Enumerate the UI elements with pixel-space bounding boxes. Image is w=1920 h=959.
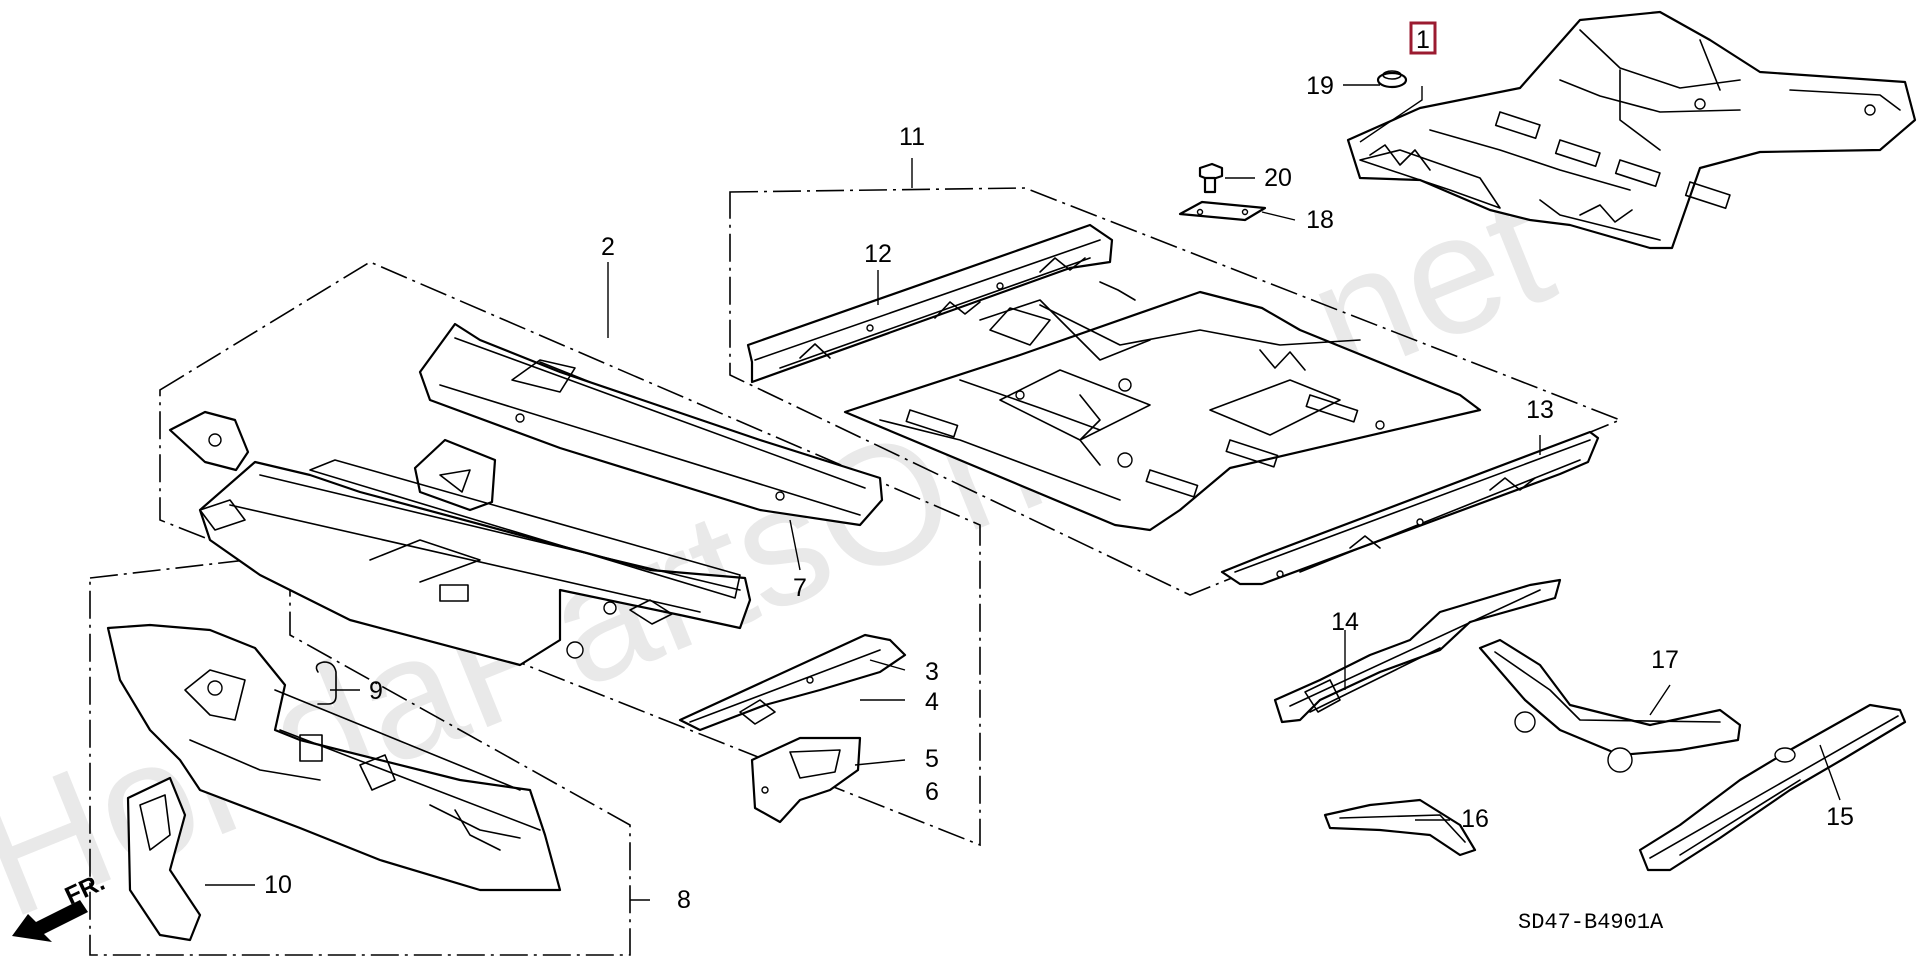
callout-20[interactable]: 20: [1264, 164, 1292, 192]
callout-5[interactable]: 5: [925, 745, 939, 773]
leader-1: [1359, 86, 1423, 143]
part-bracket-small[interactable]: [413, 438, 497, 512]
part-15-frame-rail[interactable]: [1638, 703, 1907, 872]
callout-7[interactable]: 7: [793, 574, 807, 602]
part-20-bolt[interactable]: [1198, 162, 1224, 194]
callout-15[interactable]: 15: [1826, 803, 1854, 831]
part-11-front-floor[interactable]: [843, 281, 1482, 532]
part-2-dashboard-cowl[interactable]: [198, 459, 752, 667]
callout-14[interactable]: 14: [1331, 608, 1359, 636]
callout-6[interactable]: 6: [925, 778, 939, 806]
group-frame-8: [89, 554, 631, 956]
part-18-plate[interactable]: [1178, 200, 1267, 222]
leader-5: [854, 759, 906, 766]
part-17-frame-rail[interactable]: [1478, 638, 1742, 773]
callout-9[interactable]: 9: [369, 677, 383, 705]
leader-15: [1819, 744, 1841, 801]
part-bracket-topleft[interactable]: [168, 410, 250, 472]
part-8-dashboard-lower[interactable]: [106, 623, 562, 892]
callout-17[interactable]: 17: [1651, 646, 1679, 674]
leader-17: [1649, 684, 1671, 716]
diagram-code: SD47-B4901A: [1518, 910, 1664, 935]
callout-3[interactable]: 3: [925, 658, 939, 686]
front-arrow-icon: [12, 900, 88, 942]
part-13-floor-sill[interactable]: [1220, 430, 1600, 586]
callout-2[interactable]: 2: [601, 233, 615, 261]
callout-8[interactable]: 8: [677, 886, 691, 914]
leader-7: [789, 519, 801, 571]
callout-10[interactable]: 10: [264, 871, 292, 899]
callout-1[interactable]: 1: [1416, 26, 1430, 54]
callout-4[interactable]: 4: [925, 688, 939, 716]
part-1-rear-floor[interactable]: [1346, 10, 1917, 250]
part-3-4-bracket[interactable]: [678, 633, 907, 732]
callout-12[interactable]: 12: [864, 240, 892, 268]
part-5-6-bracket[interactable]: [750, 736, 862, 824]
leader-3: [869, 659, 906, 671]
part-7-dashboard-upper[interactable]: [418, 322, 884, 527]
part-12-floor-sill[interactable]: [746, 223, 1114, 384]
callout-16[interactable]: 16: [1461, 805, 1489, 833]
callout-18[interactable]: 18: [1306, 206, 1334, 234]
part-19-plug[interactable]: [1376, 70, 1408, 89]
callout-19[interactable]: 19: [1306, 72, 1334, 100]
part-14-frame-rail[interactable]: [1273, 578, 1562, 724]
callout-11[interactable]: 11: [899, 123, 925, 151]
callout-13[interactable]: 13: [1526, 396, 1554, 424]
part-10-side-bracket[interactable]: [126, 776, 202, 942]
leader-18: [1261, 211, 1296, 221]
part-16-bracket[interactable]: [1323, 798, 1477, 857]
group-frame-2: [159, 261, 981, 847]
part-9-clip[interactable]: [315, 661, 337, 705]
callout-1-highlight-box: [1409, 21, 1437, 55]
